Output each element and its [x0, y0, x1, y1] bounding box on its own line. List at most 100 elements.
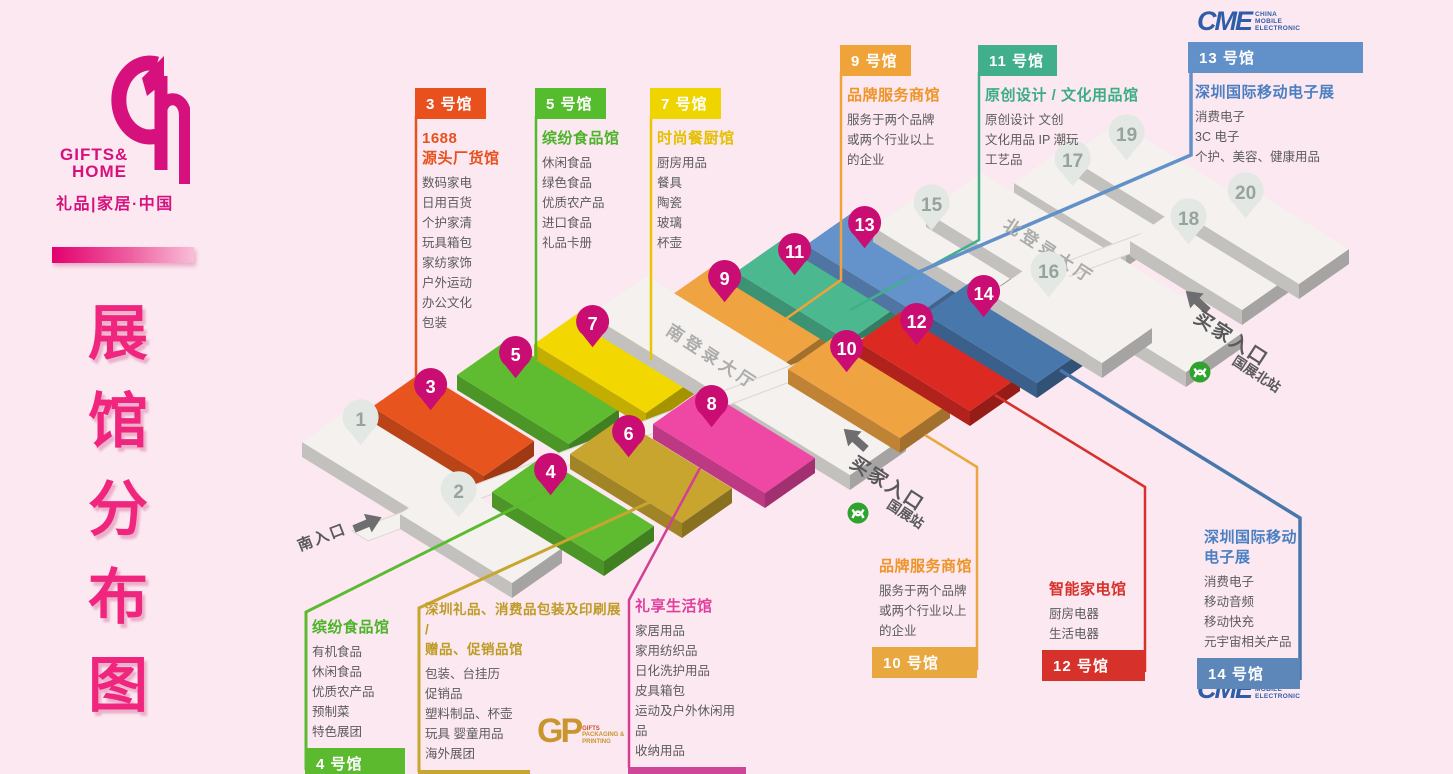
- hall-label-body-5: 缤纷食品馆休闲食品绿色食品优质农产品进口食品礼品卡册: [535, 119, 645, 253]
- hall-item: 杯壶: [657, 236, 683, 250]
- hall-12-end: [970, 376, 1020, 426]
- connector-line-4: [849, 72, 981, 312]
- hall-title-14: 深圳国际移动电子展: [1204, 529, 1298, 566]
- page-title-vertical: 展馆分布图: [88, 302, 148, 718]
- hall-items-4: 有机食品休闲食品优质农产品预制菜特色展团: [312, 642, 405, 742]
- hall-pin-number-7: 7: [588, 314, 598, 334]
- hall-4-top: [492, 457, 654, 561]
- entrance-label-2: 南入口: [295, 520, 349, 555]
- hall-title-9: 品牌服务商馆: [847, 87, 941, 104]
- hall-pin-7: 7: [576, 304, 610, 348]
- corridor-0-end: [850, 436, 906, 490]
- hall-item: 优质农产品: [542, 196, 605, 210]
- connector-line-10: [994, 393, 1147, 672]
- hall-pin-number-10: 10: [837, 339, 857, 359]
- hall-pin-1: 1: [342, 399, 379, 446]
- hall-item: 元宇宙相关产品: [1204, 635, 1292, 649]
- hall-6-end: [682, 488, 732, 538]
- hall-3-side: [372, 407, 484, 491]
- hall-item: 日用百货: [422, 196, 473, 210]
- hall-title-6: 深圳礼品、消费品包装及印刷展 /赠品、促销品馆: [425, 602, 621, 657]
- hall-pin-16: 16: [1030, 251, 1067, 298]
- hall-11-top: [736, 237, 898, 341]
- connector-line-5: [899, 70, 1193, 282]
- hall-16-end: [1102, 328, 1152, 378]
- hall-18-side: [1130, 241, 1242, 325]
- hall-tab-13: 13 号馆: [1188, 42, 1363, 73]
- hall-item: 预制菜: [312, 705, 350, 719]
- hall-18-top: [1130, 206, 1292, 310]
- hall-item: 玩具 婴童用品: [425, 727, 504, 741]
- hall-pin-4: 4: [534, 452, 568, 496]
- hall-item: 日化洗护用品: [635, 664, 711, 678]
- hall-item: 餐具: [657, 176, 683, 190]
- hall-item: 办公文化: [422, 296, 473, 310]
- page-title-char-4: 图: [88, 652, 148, 719]
- hall-title-4: 缤纷食品馆: [312, 619, 390, 636]
- hall-items-9: 服务于两个品牌或两个行业以上的企业: [847, 110, 970, 170]
- hall-18-end: [1242, 275, 1292, 325]
- hall-2-top: [400, 479, 562, 583]
- hall-pin-number-3: 3: [426, 377, 436, 397]
- hall-item: 厨房电器: [1049, 607, 1100, 621]
- hall-tab-4: 4 号馆: [305, 748, 405, 774]
- hall-pin-18: 18: [1170, 198, 1207, 245]
- hall-item: 陶瓷: [657, 196, 683, 210]
- hall-9-top: [666, 264, 828, 368]
- hall-16-top: [990, 259, 1152, 363]
- hall-pin-number-4: 4: [546, 462, 556, 482]
- hall-8-top: [653, 389, 815, 493]
- logo-chinese-tagline: 礼品|家居·中国: [56, 196, 174, 213]
- hall-10-side: [788, 369, 900, 453]
- hall-10-end: [900, 403, 950, 453]
- hall-item: 特色展团: [312, 725, 363, 739]
- hall-items-5: 休闲食品绿色食品优质农产品进口食品礼品卡册: [542, 153, 645, 253]
- hall-5-side: [457, 375, 569, 459]
- hall-tab-9: 9 号馆: [840, 45, 911, 76]
- hall-title-10: 品牌服务商馆: [879, 558, 973, 575]
- hall-item: 家用纺织品: [635, 644, 698, 658]
- hall-items-8: 家居用品家用纺织品日化洗护用品皮具箱包运动及户外休闲用品收纳用品: [635, 621, 746, 761]
- corridor-1-top: [926, 173, 1242, 372]
- hall-pin-number-1: 1: [355, 410, 366, 431]
- hall-12-side: [858, 342, 970, 426]
- hall-label-8: 礼享生活馆家居用品家用纺织品日化洗护用品皮具箱包运动及户外休闲用品收纳用品8 号…: [628, 597, 746, 774]
- hall-pin-number-12: 12: [907, 312, 927, 332]
- hall-item: 礼品卡册: [542, 236, 593, 250]
- hall-item: 或两个行业以上: [847, 133, 935, 147]
- cme-logo-word: CME: [1197, 6, 1253, 36]
- hall-20-side: [1187, 215, 1299, 299]
- hall-tab-11: 11 号馆: [978, 45, 1058, 76]
- hall-pin-19: 19: [1108, 114, 1145, 161]
- hall-item: 运动及户外休闲用品: [635, 704, 736, 738]
- hall-5-top: [457, 340, 619, 444]
- hall-4-side: [492, 492, 604, 576]
- hall-pin-number-8: 8: [707, 394, 717, 414]
- page-title-char-3: 布: [88, 564, 148, 631]
- logo-wordmark: GIFTS& HOME: [60, 146, 128, 180]
- metro-logo-icon-1: [1189, 361, 1211, 383]
- page-title-char-2: 分: [88, 476, 148, 543]
- hall-item: 休闲食品: [312, 665, 363, 679]
- hall-item: 塑料制品、杯壶: [425, 707, 513, 721]
- hall-pin-number-5: 5: [511, 345, 521, 365]
- hall-item: 的企业: [847, 153, 885, 167]
- logo-word-home: HOME: [72, 162, 127, 181]
- hall-item: 个护、美容、健康用品: [1195, 150, 1321, 164]
- hall-item: 皮具箱包: [635, 684, 686, 698]
- hall-pin-number-18: 18: [1178, 209, 1199, 230]
- hall-8-side: [653, 424, 765, 508]
- entrance-arrow-icon-1: [1185, 290, 1211, 314]
- hall-tab-10: 10 号馆: [872, 647, 977, 678]
- hall-tab-8: 8 号馆: [628, 767, 746, 774]
- hall-title-8: 礼享生活馆: [635, 598, 713, 615]
- hall-16-side: [990, 294, 1102, 378]
- hall-tab-3: 3 号馆: [415, 88, 486, 119]
